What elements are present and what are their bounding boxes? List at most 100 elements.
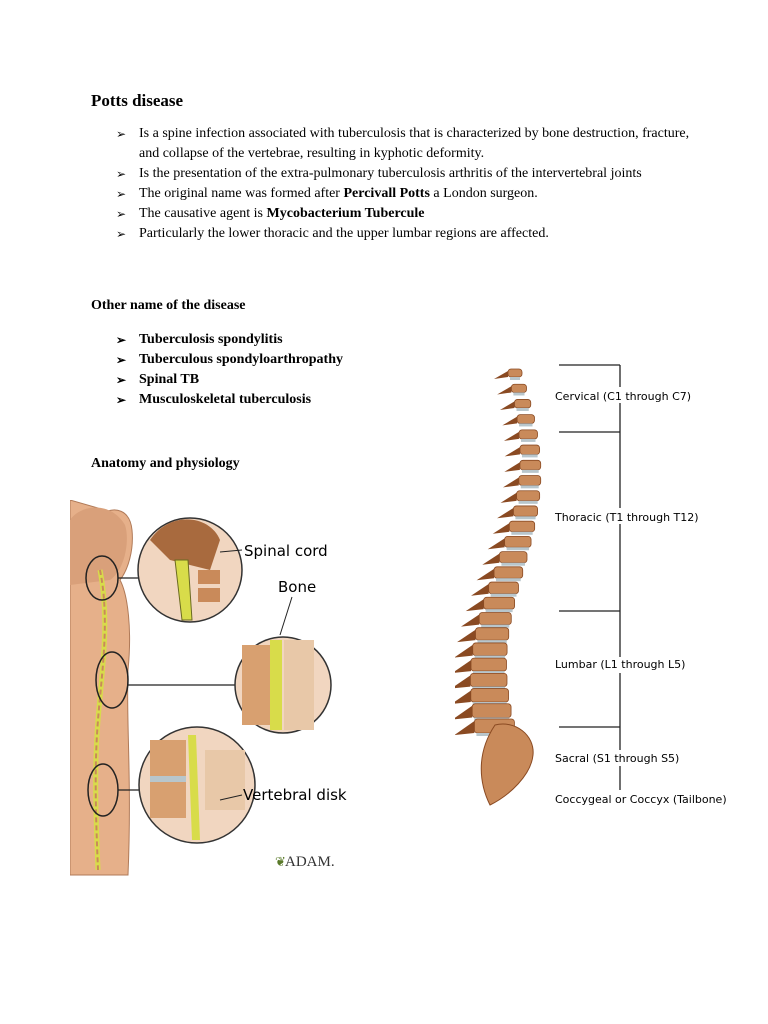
other-name-text: Musculoskeletal tuberculosis	[139, 392, 312, 407]
other-name-item: ➢ Tuberculosis spondylitis	[116, 330, 436, 350]
label-bone: Bone	[278, 578, 316, 596]
label-vertebral-disk: Vertebral disk	[243, 786, 347, 804]
intervertebral-disk	[490, 593, 517, 597]
anatomy-heading: Anatomy and physiology	[91, 456, 240, 471]
spinous-process	[492, 523, 510, 534]
label-lumbar: Lumbar (L1 through L5)	[555, 658, 685, 671]
spinous-process	[455, 660, 472, 673]
intervertebral-disk	[473, 671, 505, 675]
intervertebral-disk	[511, 531, 533, 535]
intervertebral-disk	[516, 407, 529, 411]
vertebra	[478, 612, 512, 626]
spinous-process	[482, 553, 500, 565]
vertebra	[519, 459, 542, 471]
spinous-process	[455, 644, 473, 658]
intervertebral-disk	[472, 686, 505, 690]
vertebra	[507, 368, 523, 378]
vertebra	[518, 429, 538, 440]
intervertebral-disk	[506, 547, 530, 551]
spinous-process	[461, 614, 480, 627]
bullet-text: Particularly the lower thoracic and the …	[139, 226, 549, 241]
vertebra	[471, 703, 512, 718]
bullet-bold-text: Mycobacterium Tubercule	[266, 206, 425, 221]
label-thoracic: Thoracic (T1 through T12)	[554, 511, 699, 524]
other-name-item: ➢ Tuberculous spondyloarthropathy	[116, 350, 436, 370]
vertebra	[472, 642, 508, 657]
vertebra	[516, 414, 535, 424]
spinous-process	[455, 690, 471, 704]
intervertebral-disk	[481, 624, 510, 628]
vertebra	[508, 520, 536, 533]
label-cervical: Cervical (C1 through C7)	[555, 390, 691, 403]
spinous-process	[502, 416, 518, 426]
vertebrae-stack	[455, 368, 542, 736]
vertebra	[493, 566, 524, 579]
vertebra	[499, 551, 528, 564]
intervertebral-disk	[520, 485, 539, 489]
other-name-text: Spinal TB	[139, 372, 200, 387]
spinous-process	[455, 721, 475, 735]
spinous-process	[476, 568, 495, 581]
other-name-text: Tuberculous spondyloarthropathy	[139, 352, 343, 367]
spinous-process	[500, 492, 517, 503]
head-shape	[70, 507, 127, 585]
main-bullet-item: ➢ Particularly the lower thoracic and the…	[116, 224, 696, 244]
vertebra	[504, 535, 532, 548]
intervertebral-disk	[518, 500, 538, 504]
intervertebral-disk	[519, 423, 533, 427]
spinous-process	[503, 431, 519, 441]
sacrum-shape	[480, 723, 534, 806]
vertebral-column-illustration: Cervical (C1 through C7) Thoracic (T1 th…	[455, 364, 738, 806]
spinous-process	[455, 705, 473, 720]
vertebra	[516, 490, 541, 502]
spinous-process	[502, 477, 519, 488]
vertebra	[470, 688, 509, 703]
intervertebral-disk	[521, 469, 539, 473]
intervertebral-disk	[501, 562, 525, 566]
other-name-item: ➢ Spinal TB	[116, 370, 436, 390]
page-title: Potts disease	[91, 91, 184, 110]
bullet-text: The original name was formed after	[139, 186, 344, 201]
arrow-bullet-icon: ➢	[116, 207, 127, 221]
adam-logo: ADAM.	[285, 854, 335, 870]
arrow-bullet-icon: ➢	[116, 353, 127, 367]
vertebra	[514, 399, 532, 409]
main-bullet-item: ➢The causative agent is Mycobacterium Tu…	[116, 204, 696, 224]
intervertebral-disk	[510, 377, 520, 380]
vertebra	[510, 383, 527, 393]
other-name-item: ➢Musculoskeletal tuberculosis	[116, 390, 436, 410]
vertebra	[513, 505, 538, 517]
spinous-process	[504, 462, 520, 472]
intervertebral-disk	[513, 392, 525, 396]
label-sacral: Sacral (S1 through S5)	[555, 752, 679, 765]
vertebra	[518, 475, 542, 486]
arrow-bullet-icon: ➢	[116, 373, 127, 387]
main-bullet-item: ➢Is a spine infection associated with tu…	[116, 124, 696, 164]
spinous-process	[504, 447, 520, 457]
arrow-bullet-icon: ➢	[116, 333, 127, 347]
spinous-process	[465, 599, 484, 612]
spinous-process	[499, 401, 515, 410]
intervertebral-disk	[485, 609, 513, 613]
intervertebral-disk	[496, 578, 521, 582]
spinous-process	[455, 675, 471, 689]
spine-line	[93, 569, 108, 871]
spinous-process	[471, 584, 489, 596]
arrow-bullet-icon: ➢	[116, 187, 127, 201]
other-name-text: Tuberculosis spondylitis	[139, 332, 283, 347]
vertebra	[470, 657, 507, 672]
vertebra	[483, 596, 516, 610]
main-bullet-item: ➢The original name was formed after Perc…	[116, 184, 696, 204]
arrow-bullet-icon: ➢	[116, 127, 127, 141]
intervertebral-disk	[477, 640, 507, 644]
bullet-text-tail: a London surgeon.	[429, 186, 538, 201]
arrow-bullet-icon: ➢	[116, 227, 127, 241]
intervertebral-disk	[474, 655, 506, 659]
other-names-list: ➢ Tuberculosis spondylitis ➢ Tuberculous sp…	[116, 330, 436, 410]
spinous-process	[494, 371, 508, 379]
main-bullet-item: ➢Is the presentation of the extra-pulmon…	[116, 164, 696, 184]
intervertebral-disk	[520, 438, 536, 442]
other-name-heading: Other name of the disease	[91, 298, 246, 313]
label-coccygeal: Coccygeal or Coccyx (Tailbone)	[555, 793, 727, 806]
spinous-process	[457, 629, 476, 643]
